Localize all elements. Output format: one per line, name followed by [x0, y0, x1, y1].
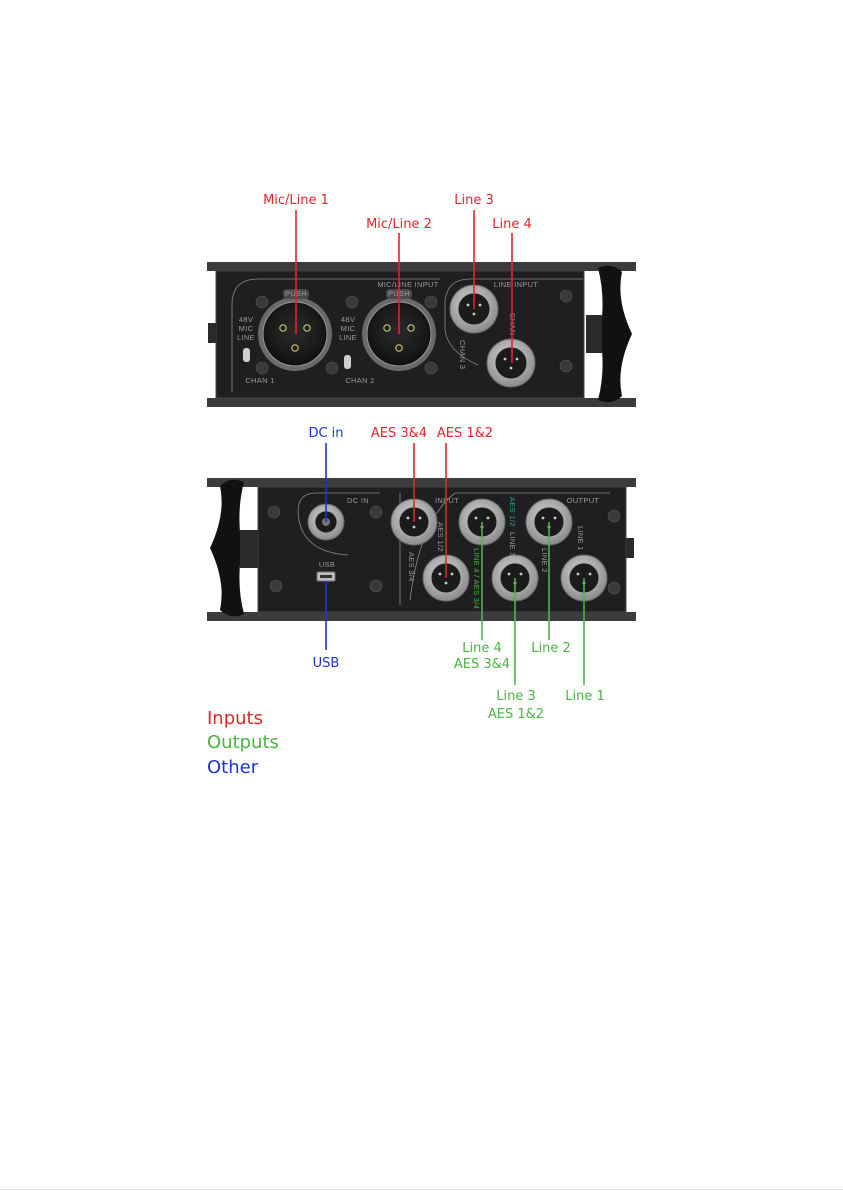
chan-3-label: CHAN 3: [458, 340, 467, 369]
switch-2-mic: MIC: [341, 324, 356, 333]
page-bottom-rule: [0, 1189, 843, 1190]
label-out-line-4: Line 4: [462, 641, 502, 656]
label-out-line-1: Line 1: [565, 689, 605, 704]
callout-lines: [295, 210, 585, 685]
switch-1-48v: 48V: [239, 315, 253, 324]
rear-panel: DC IN INPUT OUTPUT USB AES 3/4 AES 1/2 A…: [207, 478, 636, 621]
label-usb: USB: [313, 656, 340, 671]
bottom-rail: [207, 398, 636, 407]
mic-line-input-label: MIC/LINE INPUT: [377, 280, 438, 289]
chan-1-label: CHAN 1: [245, 376, 274, 385]
aes-1-2-panel-label: AES 1/2: [436, 522, 445, 552]
handle: [598, 265, 632, 403]
handle-rear: [210, 479, 244, 617]
label-mic-line-2: Mic/Line 2: [366, 217, 432, 232]
line-1-panel-label: LINE 1: [576, 526, 585, 551]
aes-3-4-panel-label: AES 3/4: [407, 552, 416, 582]
aes-1-2-out-panel-label: AES 1/2: [508, 497, 517, 527]
bottom-rail-rear: [207, 612, 636, 621]
switch-1-mic: MIC: [239, 324, 254, 333]
line-3-panel-label: LINE 3: [508, 532, 517, 557]
switch-2-48v: 48V: [341, 315, 355, 324]
label-aes-3-4: AES 3&4: [371, 426, 427, 441]
front-panel: PUSH PUSH MIC/LINE INPUT LINE INPUT 48V …: [207, 262, 636, 407]
phantom-switch-1: [243, 348, 250, 362]
top-rail-rear: [207, 478, 636, 487]
input-panel-label: INPUT: [435, 496, 459, 505]
label-out-line-2: Line 2: [531, 641, 571, 656]
line-input-label: LINE INPUT: [494, 280, 538, 289]
legend-other: Other: [207, 757, 259, 778]
label-out-aes-1-2: AES 1&2: [488, 707, 544, 722]
switch-2-line: LINE: [339, 333, 357, 342]
usb-panel-label: USB: [319, 560, 335, 569]
dc-in-panel-label: DC IN: [347, 496, 369, 505]
label-line-4-input: Line 4: [492, 217, 532, 232]
label-out-line-3: Line 3: [496, 689, 536, 704]
label-mic-line-1: Mic/Line 1: [263, 193, 329, 208]
label-dc-in: DC in: [308, 426, 343, 441]
lemo-line-input-4: [486, 338, 536, 388]
label-out-aes-3-4: AES 3&4: [454, 657, 510, 672]
top-rail: [207, 262, 636, 271]
label-aes-1-2: AES 1&2: [437, 426, 493, 441]
label-line-3-input: Line 3: [454, 193, 494, 208]
phantom-switch-2: [344, 355, 351, 369]
legend-outputs: Outputs: [207, 732, 279, 753]
line-2-panel-label: LINE 2: [540, 548, 549, 573]
legend-inputs: Inputs: [207, 708, 263, 729]
xlr-input-1: [258, 289, 332, 371]
line-4-aes-panel-label: LINE 4 / AES 3/4: [472, 548, 481, 609]
switch-1-line: LINE: [237, 333, 255, 342]
chan-2-label: CHAN 2: [345, 376, 374, 385]
output-panel-label: OUTPUT: [567, 496, 600, 505]
